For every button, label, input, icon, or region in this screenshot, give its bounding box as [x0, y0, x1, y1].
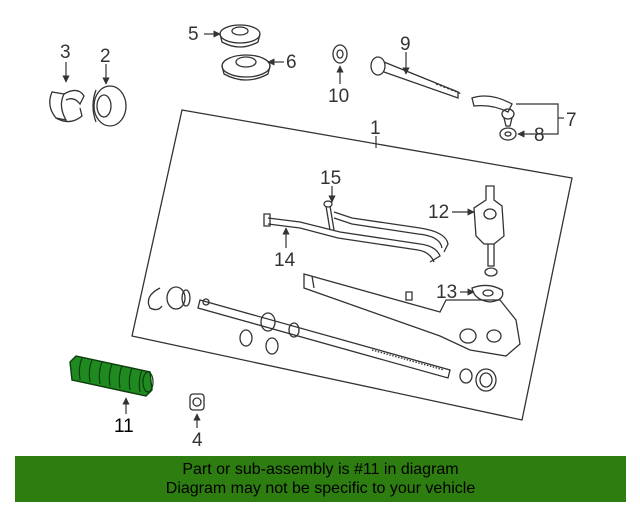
info-banner: Part or sub-assembly is #11 in diagram D… — [15, 456, 626, 502]
part-10-nut — [332, 44, 348, 64]
seal-rings-right — [459, 368, 497, 392]
callout-8: 8 — [534, 125, 545, 146]
seal-rings-left — [147, 286, 279, 355]
banner-line-1: Part or sub-assembly is #11 in diagram — [182, 461, 459, 478]
callout-3: 3 — [60, 42, 71, 63]
callout-6: 6 — [286, 52, 297, 73]
part-3-clamp — [49, 89, 85, 123]
callout-12: 12 — [428, 202, 449, 223]
callout-5: 5 — [188, 24, 199, 45]
part-4-bushing — [189, 393, 205, 411]
callout-11: 11 — [114, 416, 134, 437]
rack-bar — [197, 299, 451, 379]
callout-4: 4 — [192, 430, 203, 451]
callout-1: 1 — [370, 118, 381, 139]
part-5-mount — [219, 24, 261, 48]
leader-lines — [62, 30, 564, 428]
exploded-parts-diagram: 1 2 3 4 5 6 7 8 9 10 11 12 13 14 15 — [49, 24, 577, 451]
part-7-tie-rod-end — [471, 95, 515, 127]
part-6-mount — [221, 54, 271, 81]
assembly-panel — [131, 109, 573, 421]
callout-7: 7 — [566, 110, 577, 131]
callout-10: 10 — [328, 86, 349, 107]
part-11-steering-boot — [69, 355, 154, 397]
part-14-15-hoses — [263, 200, 449, 263]
callout-9: 9 — [400, 34, 411, 55]
part-13-gasket — [471, 284, 504, 303]
callout-13: 13 — [436, 282, 457, 303]
banner-line-2: Diagram may not be specific to your vehi… — [165, 480, 476, 497]
part-2-bushing — [92, 85, 127, 127]
callout-15: 15 — [320, 168, 341, 189]
rack-housing — [303, 273, 521, 357]
part-12-valve-body — [473, 185, 505, 277]
part-8-nut — [499, 127, 517, 141]
callout-14: 14 — [274, 250, 296, 271]
part-9-tie-rod — [370, 56, 463, 99]
callout-2: 2 — [100, 46, 111, 67]
